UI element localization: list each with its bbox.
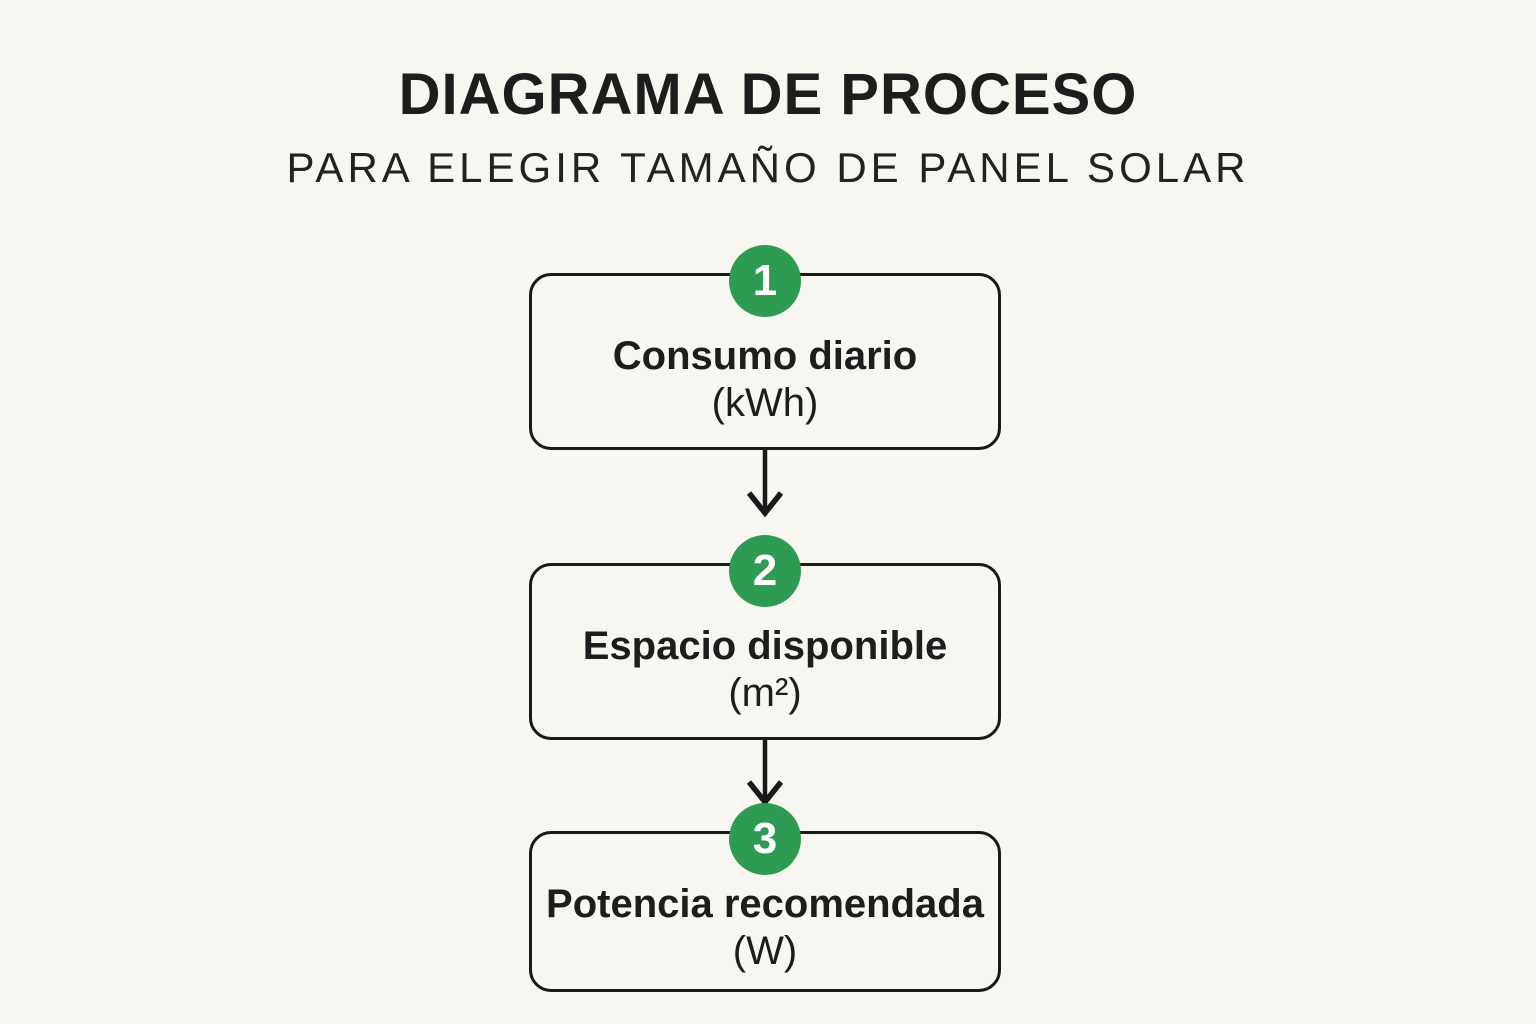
diagram-subtitle: PARA ELEGIR TAMAÑO DE PANEL SOLAR: [286, 144, 1250, 191]
down-arrow-icon: [743, 739, 787, 811]
step-1-unit: (kWh): [711, 381, 819, 426]
down-arrow-icon: [743, 450, 787, 522]
diagram-title: DIAGRAMA DE PROCESO: [398, 62, 1138, 127]
step-2-label: Espacio disponible: [582, 623, 948, 668]
step-2-number: 2: [752, 546, 778, 595]
step-1-number: 1: [752, 256, 778, 305]
step-1-label: Consumo diario: [612, 333, 918, 378]
step-2-number-badge: 2: [729, 535, 801, 607]
step-1-number-badge: 1: [729, 245, 801, 317]
step-box-consumo-diario: 1 Consumo diario (kWh): [529, 245, 1001, 450]
step-box-espacio-disponible: 2 Espacio disponible (m²): [529, 535, 1001, 740]
step-3-label: Potencia recomendada: [546, 881, 984, 926]
step-box-potencia-recomendada: 3 Potencia recomendada (W): [529, 803, 1001, 992]
step-3-unit: (W): [732, 929, 798, 974]
step-2-unit: (m²): [728, 671, 802, 716]
step-3-number-badge: 3: [729, 803, 801, 875]
step-3-number: 3: [752, 814, 778, 863]
